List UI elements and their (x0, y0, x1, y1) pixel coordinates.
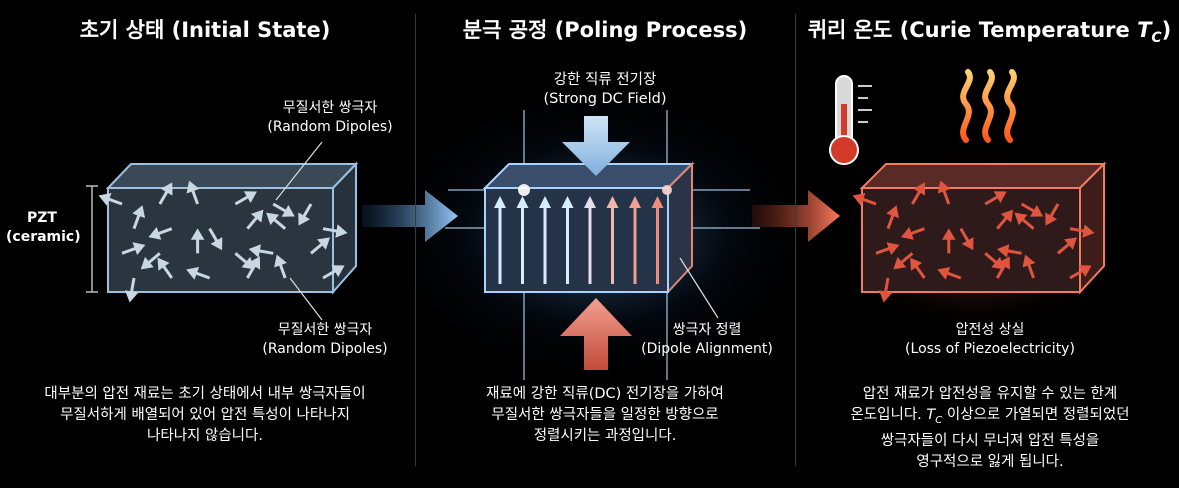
aligned-dipole-arrow-head (606, 196, 619, 208)
dipole-arrow-head (331, 265, 345, 278)
dipole-arrow-head (317, 237, 331, 250)
aligned-dipole-arrow-head (516, 196, 529, 208)
dipole-arrow-head (140, 256, 154, 270)
dipole-arrow-head (250, 209, 264, 223)
dipole-arrow-head (248, 244, 261, 258)
panel-curie-temperature: 퀴리 온도 (Curie Temperature TC) 압전성 상실 (Los… (800, 0, 1179, 488)
random-dipole-arrows (98, 180, 348, 303)
dipole-arrow-head (1064, 237, 1078, 250)
dipole-arrow-head (878, 290, 893, 303)
dipole-arrow-head (186, 266, 200, 280)
description-line-with-tc: 온도입니다. TC 이상으로 가열되면 정렬되었던 (850, 407, 1130, 426)
heat-waves-icon (960, 69, 1017, 143)
dipole-arrow-head (157, 257, 170, 271)
dipole-arrow-head (132, 205, 146, 219)
panel-poling-process: 분극 공정 (Poling Process) 강한 직류 전기장 (Strong… (420, 0, 790, 488)
aligned-dipole-arrow-head (651, 196, 664, 208)
dipole-arrow-head (160, 182, 173, 196)
panel-title: 퀴리 온도 (Curie Temperature TC) (807, 18, 1172, 47)
dipole-arrow-head (210, 237, 223, 251)
dipole-arrow-head (910, 257, 923, 271)
dipole-arrow-head (190, 228, 205, 240)
random-dipole-arrows-red (852, 180, 1095, 303)
panel-title: 초기 상태 (Initial State) (79, 18, 331, 42)
pzt-block-poling (482, 161, 695, 295)
arrow-up-icon (560, 298, 632, 370)
dipole-arrow-head (1022, 254, 1036, 268)
dipole-arrow-head (186, 180, 200, 194)
aligned-dipole-arrows (494, 196, 664, 284)
dipole-arrow-head (243, 191, 257, 204)
label-dipole-alignment: 쌍극자 정렬 (Dipole Alignment) (641, 322, 773, 357)
dipole-arrow-head (298, 212, 311, 226)
dipole-arrow-head (998, 256, 1010, 270)
dipole-arrow-head (852, 192, 866, 206)
dipole-arrow-head (937, 266, 951, 280)
thermometer-icon (829, 75, 872, 165)
dipole-arrow-head (1045, 212, 1058, 226)
label-random-dipoles-bottom: 무질서한 쌍극자 (Random Dipoles) (262, 322, 388, 357)
dipole-arrow-head (886, 205, 900, 219)
dipole-arrow-head (248, 256, 261, 270)
label-dc-field: 강한 직류 전기장 (Strong DC Field) (543, 72, 667, 107)
dipole-arrow-head (997, 244, 1010, 258)
label-loss-of-piezoelectricity: 압전성 상실 (Loss of Piezoelectricity) (905, 322, 1075, 357)
panel-divider (795, 14, 796, 466)
dipole-arrow-head (1000, 209, 1014, 223)
dipole-arrow-head (124, 290, 139, 303)
dipole-arrow-head (1030, 204, 1044, 217)
dipole-arrow-head (942, 228, 956, 240)
dipole-arrow-head (266, 212, 280, 226)
aligned-dipole-arrow-head (539, 196, 551, 208)
panel-initial-state: 초기 상태 (Initial State) 무질서한 쌍극자 (Random D… (0, 0, 410, 488)
panel-title: 분극 공정 (Poling Process) (462, 18, 748, 42)
label-pzt: PZT (ceramic) (6, 210, 81, 245)
label-random-dipoles-top: 무질서한 쌍극자 (Random Dipoles) (267, 100, 393, 135)
dipole-arrow-head (274, 254, 287, 268)
dipole-arrow-head (1078, 265, 1092, 278)
aligned-dipole-arrow-head (494, 196, 506, 208)
dipole-arrow-head (893, 256, 907, 270)
dipole-arrow-head (132, 242, 146, 256)
dipole-arrow-head (98, 192, 112, 206)
dipole-arrow-head (148, 226, 162, 240)
dipole-arrow-head (335, 224, 348, 238)
aligned-dipole-arrow-head (561, 196, 574, 208)
dipole-arrow-head (961, 237, 974, 251)
panel-description: 재료에 강한 직류(DC) 전기장을 가하여 무질서한 쌍극자들을 일정한 방향… (486, 386, 724, 444)
panel-description: 압전 재료가 압전성을 유지할 수 있는 한계 온도입니다. TC 이상으로 가… (805, 384, 1175, 473)
pzt-block-initial (98, 161, 359, 303)
height-bracket (86, 185, 98, 293)
arrow-right-icon (752, 190, 840, 242)
dipole-arrow-head (1082, 224, 1095, 238)
panel-description: 대부분의 압전 재료는 초기 상태에서 내부 쌍극자들이 무질서하게 배열되어 … (44, 386, 366, 444)
dipole-arrow-head (913, 182, 926, 196)
aligned-dipole-arrow-head (584, 196, 596, 208)
panel-divider (415, 14, 416, 466)
dipole-arrow-head (900, 226, 914, 240)
pointer-line-alignment (679, 257, 719, 319)
dipole-arrow-head (993, 191, 1007, 204)
dipole-arrow-head (937, 180, 951, 194)
dipole-arrow-head (886, 242, 900, 256)
aligned-dipole-arrow-head (629, 196, 641, 208)
arrow-down-icon (562, 116, 630, 176)
dipole-arrow-head (281, 204, 295, 217)
pointer-line-bottom (289, 277, 323, 321)
pointer-line-top (275, 141, 323, 201)
pzt-block-curie (852, 161, 1107, 303)
dipole-arrow-head (1014, 212, 1028, 226)
